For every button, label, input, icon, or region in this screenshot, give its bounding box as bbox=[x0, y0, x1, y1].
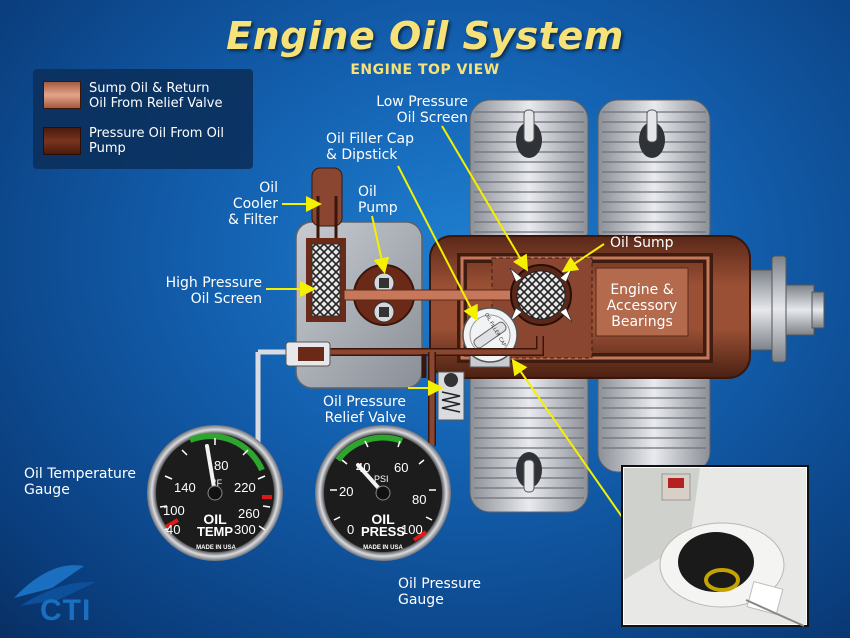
temp-tick-40: 40 bbox=[166, 522, 181, 537]
label-engine-bearings: Engine & Accessory Bearings bbox=[606, 282, 678, 330]
label-oil-press-gauge: Oil Pressure Gauge bbox=[398, 576, 482, 608]
label-oil-filler: Oil Filler Cap & Dipstick bbox=[326, 131, 415, 163]
temp-name-line1: OIL bbox=[203, 511, 227, 527]
press-tick-60: 60 bbox=[394, 460, 409, 475]
low-pressure-screen bbox=[509, 264, 573, 326]
label-oil-sump: Oil Sump bbox=[610, 235, 674, 251]
pump-pickup-pipe bbox=[343, 289, 515, 301]
label-high-pressure-screen: High Pressure Oil Screen bbox=[165, 275, 262, 307]
crankshaft-flange bbox=[744, 255, 825, 363]
cti-logo: CTI bbox=[40, 594, 92, 627]
temp-tick-140: 140 bbox=[174, 480, 196, 495]
press-tick-40: 40 bbox=[356, 460, 371, 475]
inset-photo bbox=[621, 465, 809, 627]
cti-logo-swoosh bbox=[14, 565, 96, 606]
temp-tick-260: 260 bbox=[238, 506, 260, 521]
temp-unit: °F bbox=[213, 478, 223, 488]
legend-label-pressure: Pressure Oil From Oil Pump bbox=[89, 126, 225, 156]
pressure-oil-lines bbox=[255, 336, 544, 446]
legend-label-sump: Sump Oil & Return Oil From Relief Valve bbox=[89, 81, 223, 111]
temp-tick-300: 300 bbox=[234, 522, 256, 537]
page-subtitle: ENGINE TOP VIEW bbox=[350, 62, 500, 78]
press-maker: MADE IN USA bbox=[363, 545, 403, 551]
label-oil-temp-gauge: Oil Temperature Gauge bbox=[24, 466, 136, 498]
label-relief-valve: Oil Pressure Relief Valve bbox=[322, 394, 406, 426]
relief-valve bbox=[437, 371, 465, 421]
press-unit: PSI bbox=[374, 474, 389, 484]
legend: Sump Oil & Return Oil From Relief Valve … bbox=[33, 69, 253, 169]
legend-swatch-sump bbox=[43, 81, 81, 109]
oil-temp-gauge bbox=[147, 425, 283, 561]
temp-maker: MADE IN USA bbox=[196, 545, 236, 551]
legend-swatch-pressure bbox=[43, 127, 81, 155]
press-name-line1: OIL bbox=[371, 511, 395, 527]
page-title: Engine Oil System bbox=[226, 14, 624, 58]
cylinder-fins-top-left bbox=[469, 99, 589, 251]
temp-tick-100: 100 bbox=[163, 503, 185, 518]
press-tick-0: 0 bbox=[347, 522, 355, 537]
high-pressure-screen bbox=[306, 238, 346, 322]
label-low-pressure-screen: Low Pressure Oil Screen bbox=[376, 94, 468, 126]
press-tick-20: 20 bbox=[339, 484, 354, 499]
label-oil-cooler: Oil Cooler & Filter bbox=[227, 180, 278, 228]
cylinder-fins-bottom-right bbox=[597, 361, 711, 473]
temp-sensor-fitting bbox=[285, 341, 331, 367]
press-name-line2: PRESS bbox=[360, 524, 406, 539]
label-oil-pump: Oil Pump bbox=[358, 184, 398, 216]
temp-tick-220: 220 bbox=[234, 480, 256, 495]
callout-arrows bbox=[266, 125, 681, 601]
press-tick-80: 80 bbox=[412, 492, 427, 507]
temp-tick-80: 80 bbox=[214, 458, 229, 473]
oil-press-gauge bbox=[315, 425, 451, 561]
press-tick-100: 100 bbox=[401, 522, 423, 537]
temp-name-line2: TEMP bbox=[196, 524, 234, 539]
cylinder-fins-top-right bbox=[597, 99, 711, 251]
